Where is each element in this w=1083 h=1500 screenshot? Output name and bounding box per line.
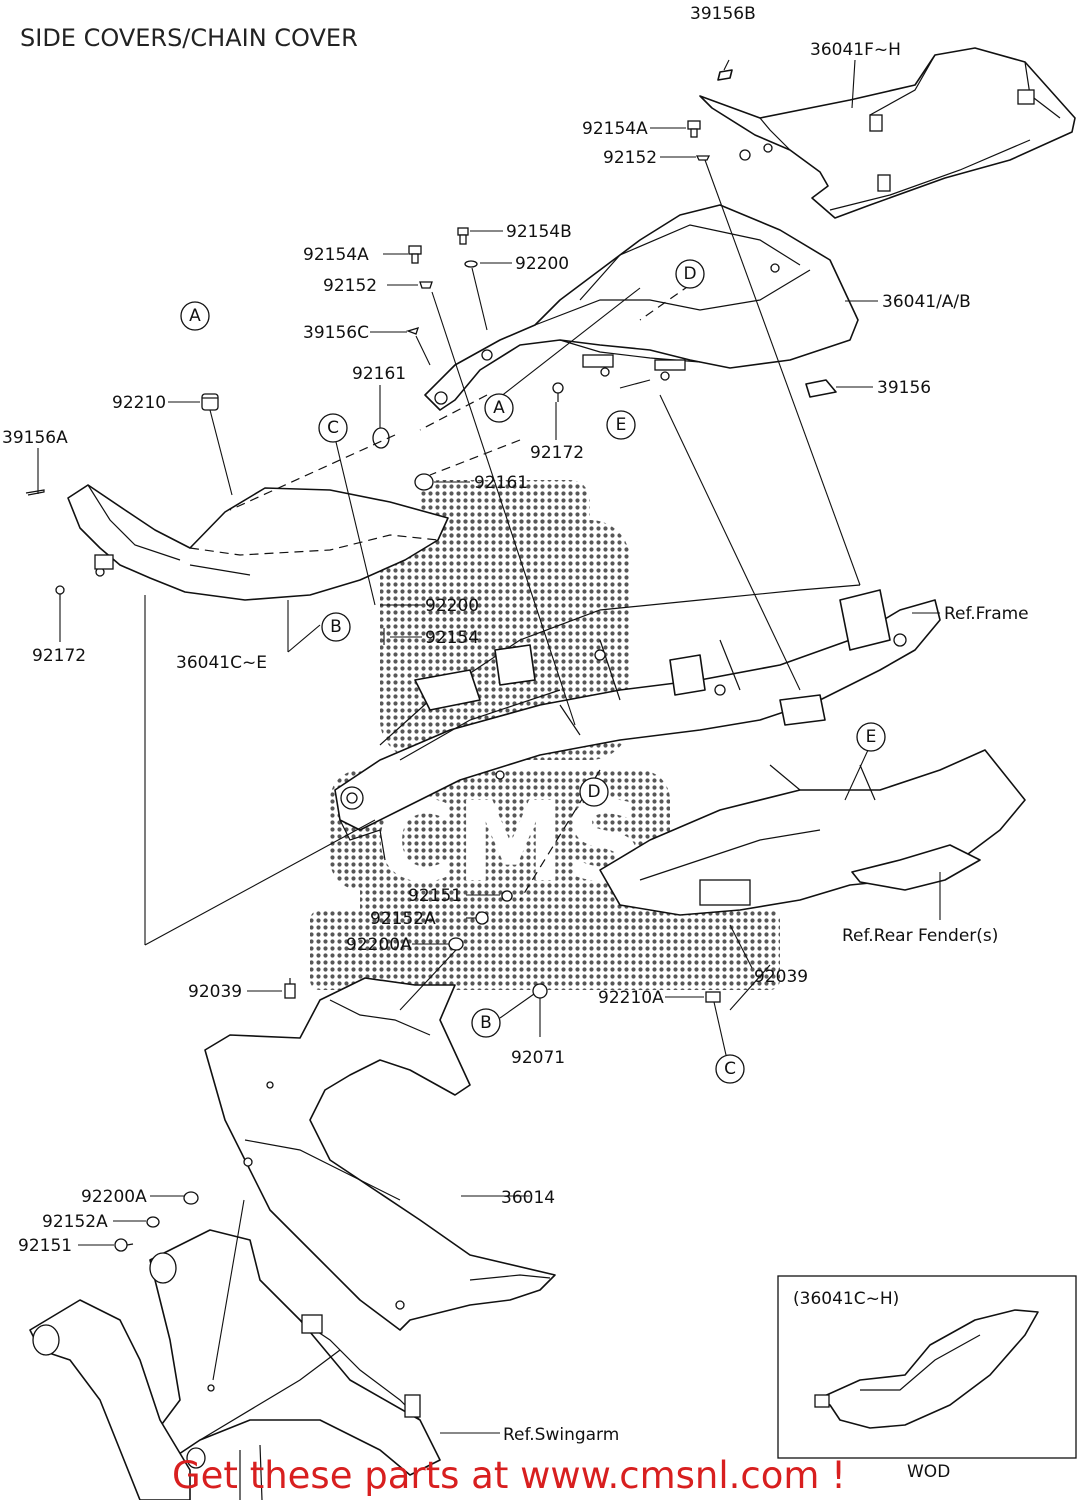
label-39156C: 39156C xyxy=(303,323,369,343)
label-92210A: 92210A xyxy=(598,988,664,1008)
svg-text:A: A xyxy=(493,398,505,418)
label-36041-A-B: 36041/A/B xyxy=(882,292,971,312)
bolt-92154B xyxy=(457,227,469,245)
label-92200A-mid: 92200A xyxy=(346,935,412,955)
inset-box: (36041C~H) WOD xyxy=(777,1275,1077,1482)
svg-text:C: C xyxy=(724,1059,736,1079)
callout-e2 xyxy=(856,722,886,752)
bolt-92154A-top xyxy=(687,120,701,138)
clip-39156C xyxy=(405,327,420,335)
svg-text:B: B xyxy=(330,617,342,637)
diagram-code: WOD xyxy=(907,1462,950,1482)
bolt-92151-low xyxy=(114,1238,134,1252)
washer-92152A-mid xyxy=(475,911,489,925)
svg-text:C: C xyxy=(327,418,339,438)
grommet-92152-top xyxy=(695,155,711,161)
svg-text:A: A xyxy=(189,306,201,326)
label-92161-b: 92161 xyxy=(474,473,528,493)
label-92154-low: 92154 xyxy=(425,628,479,648)
grommet-92161-b xyxy=(414,473,434,491)
pad-39156 xyxy=(805,379,837,398)
callout-d1 xyxy=(675,259,705,289)
callout-a1 xyxy=(180,301,210,331)
label-92152A-low: 92152A xyxy=(42,1212,108,1232)
bolt-92154A-mid xyxy=(408,245,422,264)
label-92152A-mid: 92152A xyxy=(370,909,436,929)
callout-b1 xyxy=(321,612,351,642)
seat-cover-36041-A-B xyxy=(424,204,859,411)
label-92200A-low: 92200A xyxy=(81,1187,147,1207)
rear-fender-reference xyxy=(501,749,1026,916)
washer-92200A-mid xyxy=(448,937,464,951)
label-92200-mid: 92200 xyxy=(515,254,569,274)
label-92200-low: 92200 xyxy=(425,596,479,616)
callout-c1 xyxy=(318,413,348,443)
inset-label: (36041C~H) xyxy=(793,1289,899,1309)
washer-92200A-low xyxy=(183,1191,199,1205)
label-92172-mid: 92172 xyxy=(530,443,584,463)
label-92172-left: 92172 xyxy=(32,646,86,666)
label-36041F-H: 36041F~H xyxy=(810,40,901,60)
callout-c2 xyxy=(715,1054,745,1084)
label-39156A: 39156A xyxy=(2,428,68,448)
clip-39156A xyxy=(25,489,45,496)
label-92071: 92071 xyxy=(511,1048,565,1068)
label-92039-right: 92039 xyxy=(754,967,808,987)
label-36041C-E: 36041C~E xyxy=(176,653,267,673)
svg-text:E: E xyxy=(866,727,877,747)
stud-92039-left xyxy=(284,978,296,999)
svg-text:D: D xyxy=(683,264,696,284)
callout-b2 xyxy=(471,1008,501,1038)
promo-banner[interactable]: Get these parts at www.cmsnl.com ! xyxy=(172,1454,846,1497)
label-92154A-mid: 92154A xyxy=(303,245,369,265)
grommet-92152-mid xyxy=(419,281,433,289)
part-labels: 39156B 36041F~H 92154A 92152 92154B 9215… xyxy=(2,4,1029,1445)
svg-text:E: E xyxy=(616,415,627,435)
washer-92200-mid xyxy=(464,260,478,268)
label-92154A-top: 92154A xyxy=(582,119,648,139)
svg-text:D: D xyxy=(587,782,600,802)
screw-92172-mid xyxy=(552,382,564,402)
dashed-guides xyxy=(229,284,691,901)
label-92161-a: 92161 xyxy=(352,364,406,384)
label-92151-low: 92151 xyxy=(18,1236,72,1256)
label-92210: 92210 xyxy=(112,393,166,413)
leader-lines xyxy=(37,59,941,1434)
frame-reference xyxy=(334,584,941,861)
callout-e1 xyxy=(606,410,636,440)
label-ref-swingarm: Ref.Swingarm xyxy=(503,1425,619,1445)
chain-cover-36014 xyxy=(204,977,556,1331)
callout-a2 xyxy=(484,393,514,423)
diagram-title: SIDE COVERS/CHAIN COVER xyxy=(20,24,358,52)
grommet-92210A xyxy=(705,991,721,1003)
label-39156: 39156 xyxy=(877,378,931,398)
callout-d2 xyxy=(579,777,609,807)
swingarm-reference xyxy=(29,1229,441,1500)
label-92152-top: 92152 xyxy=(603,148,657,168)
label-92152-mid: 92152 xyxy=(323,276,377,296)
callout-circles: A A B B C C D D E E xyxy=(180,259,886,1084)
grommet-92161-a xyxy=(372,427,390,449)
label-92151-mid: 92151 xyxy=(408,886,462,906)
label-92154B: 92154B xyxy=(506,222,572,242)
screw-92172-left xyxy=(55,585,65,600)
bolt-92151-mid xyxy=(501,890,513,902)
label-ref-rear-fender: Ref.Rear Fender(s) xyxy=(842,926,998,946)
collar-92071 xyxy=(532,983,548,999)
clip-39156B xyxy=(717,69,733,81)
label-39156B: 39156B xyxy=(690,4,756,24)
svg-text:B: B xyxy=(480,1013,492,1033)
label-ref-frame: Ref.Frame xyxy=(944,604,1029,624)
label-36014: 36014 xyxy=(501,1188,555,1208)
label-92039-left: 92039 xyxy=(188,982,242,1002)
washer-92152A-low xyxy=(146,1216,160,1228)
grommet-92210 xyxy=(201,393,219,411)
rear-cowl-36041F-H xyxy=(699,47,1076,219)
